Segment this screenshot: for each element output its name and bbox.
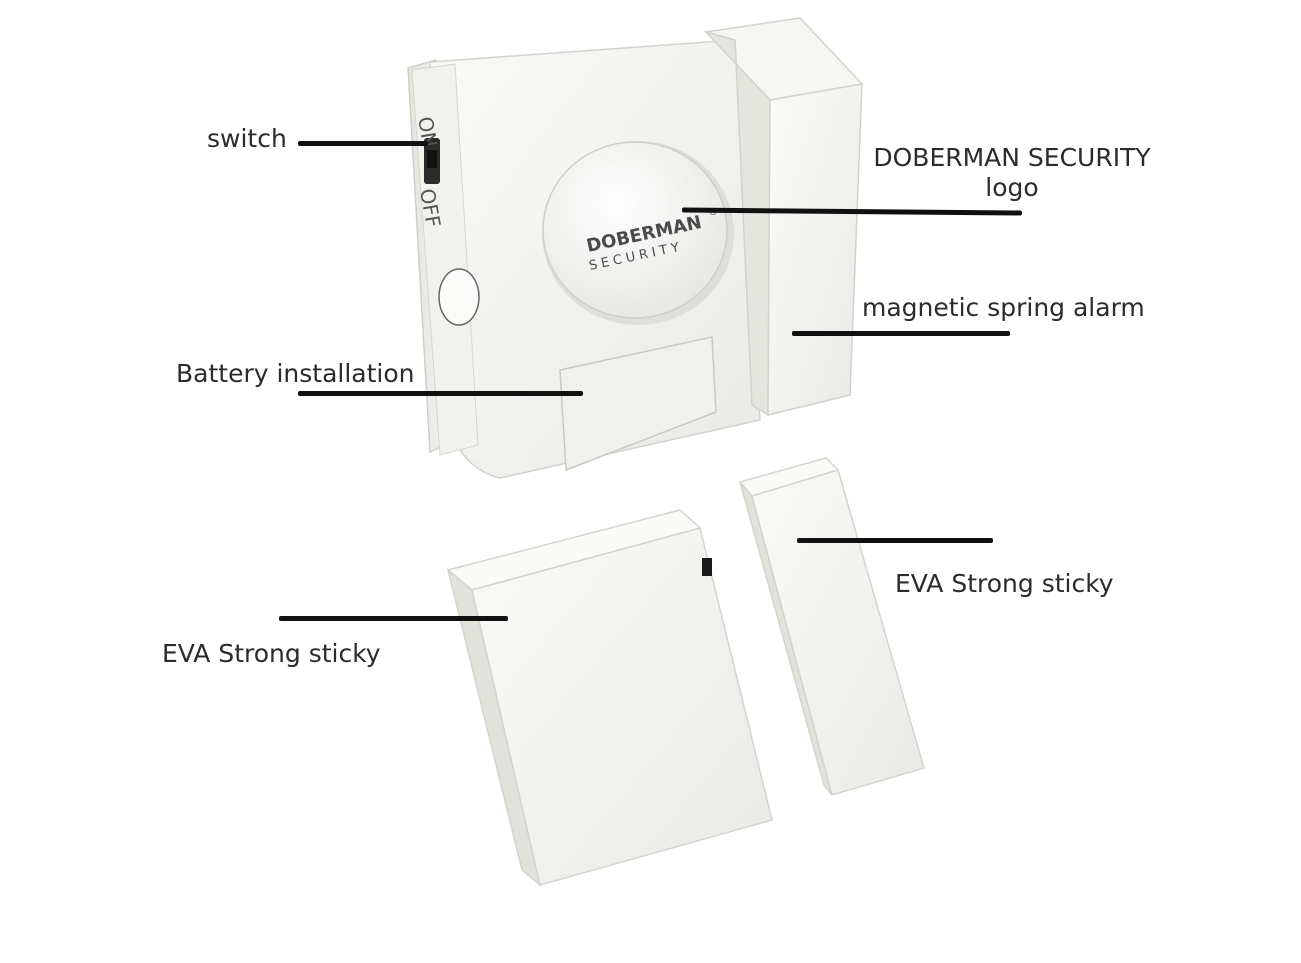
switch-label: switch [207,124,287,153]
magnetic-callout-line [792,331,1010,336]
battery-label: Battery installation [176,359,415,388]
logo-label-line2: logo [985,173,1039,202]
magnetic-label: magnetic spring alarm [862,293,1145,322]
switch-callout-line [298,141,428,146]
speaker-cap [542,141,728,319]
eva-right-label: EVA Strong sticky [895,569,1114,598]
eva-pad-left [446,509,773,888]
eva-strip-right [738,457,925,796]
warranty-sticker [438,268,480,326]
eva-left-label: EVA Strong sticky [162,639,381,668]
eva-left-callout-line [279,616,508,621]
logo-label-line1: DOBERMAN SECURITY [873,143,1151,172]
battery-callout-line [298,391,583,396]
alarm-main-unit: ON OFF DOBERMAN ® SECURITY [407,39,761,479]
logo-label: DOBERMAN SECURITY logo [866,143,1158,203]
battery-cover [559,336,717,472]
eva-right-callout-line [797,538,993,543]
